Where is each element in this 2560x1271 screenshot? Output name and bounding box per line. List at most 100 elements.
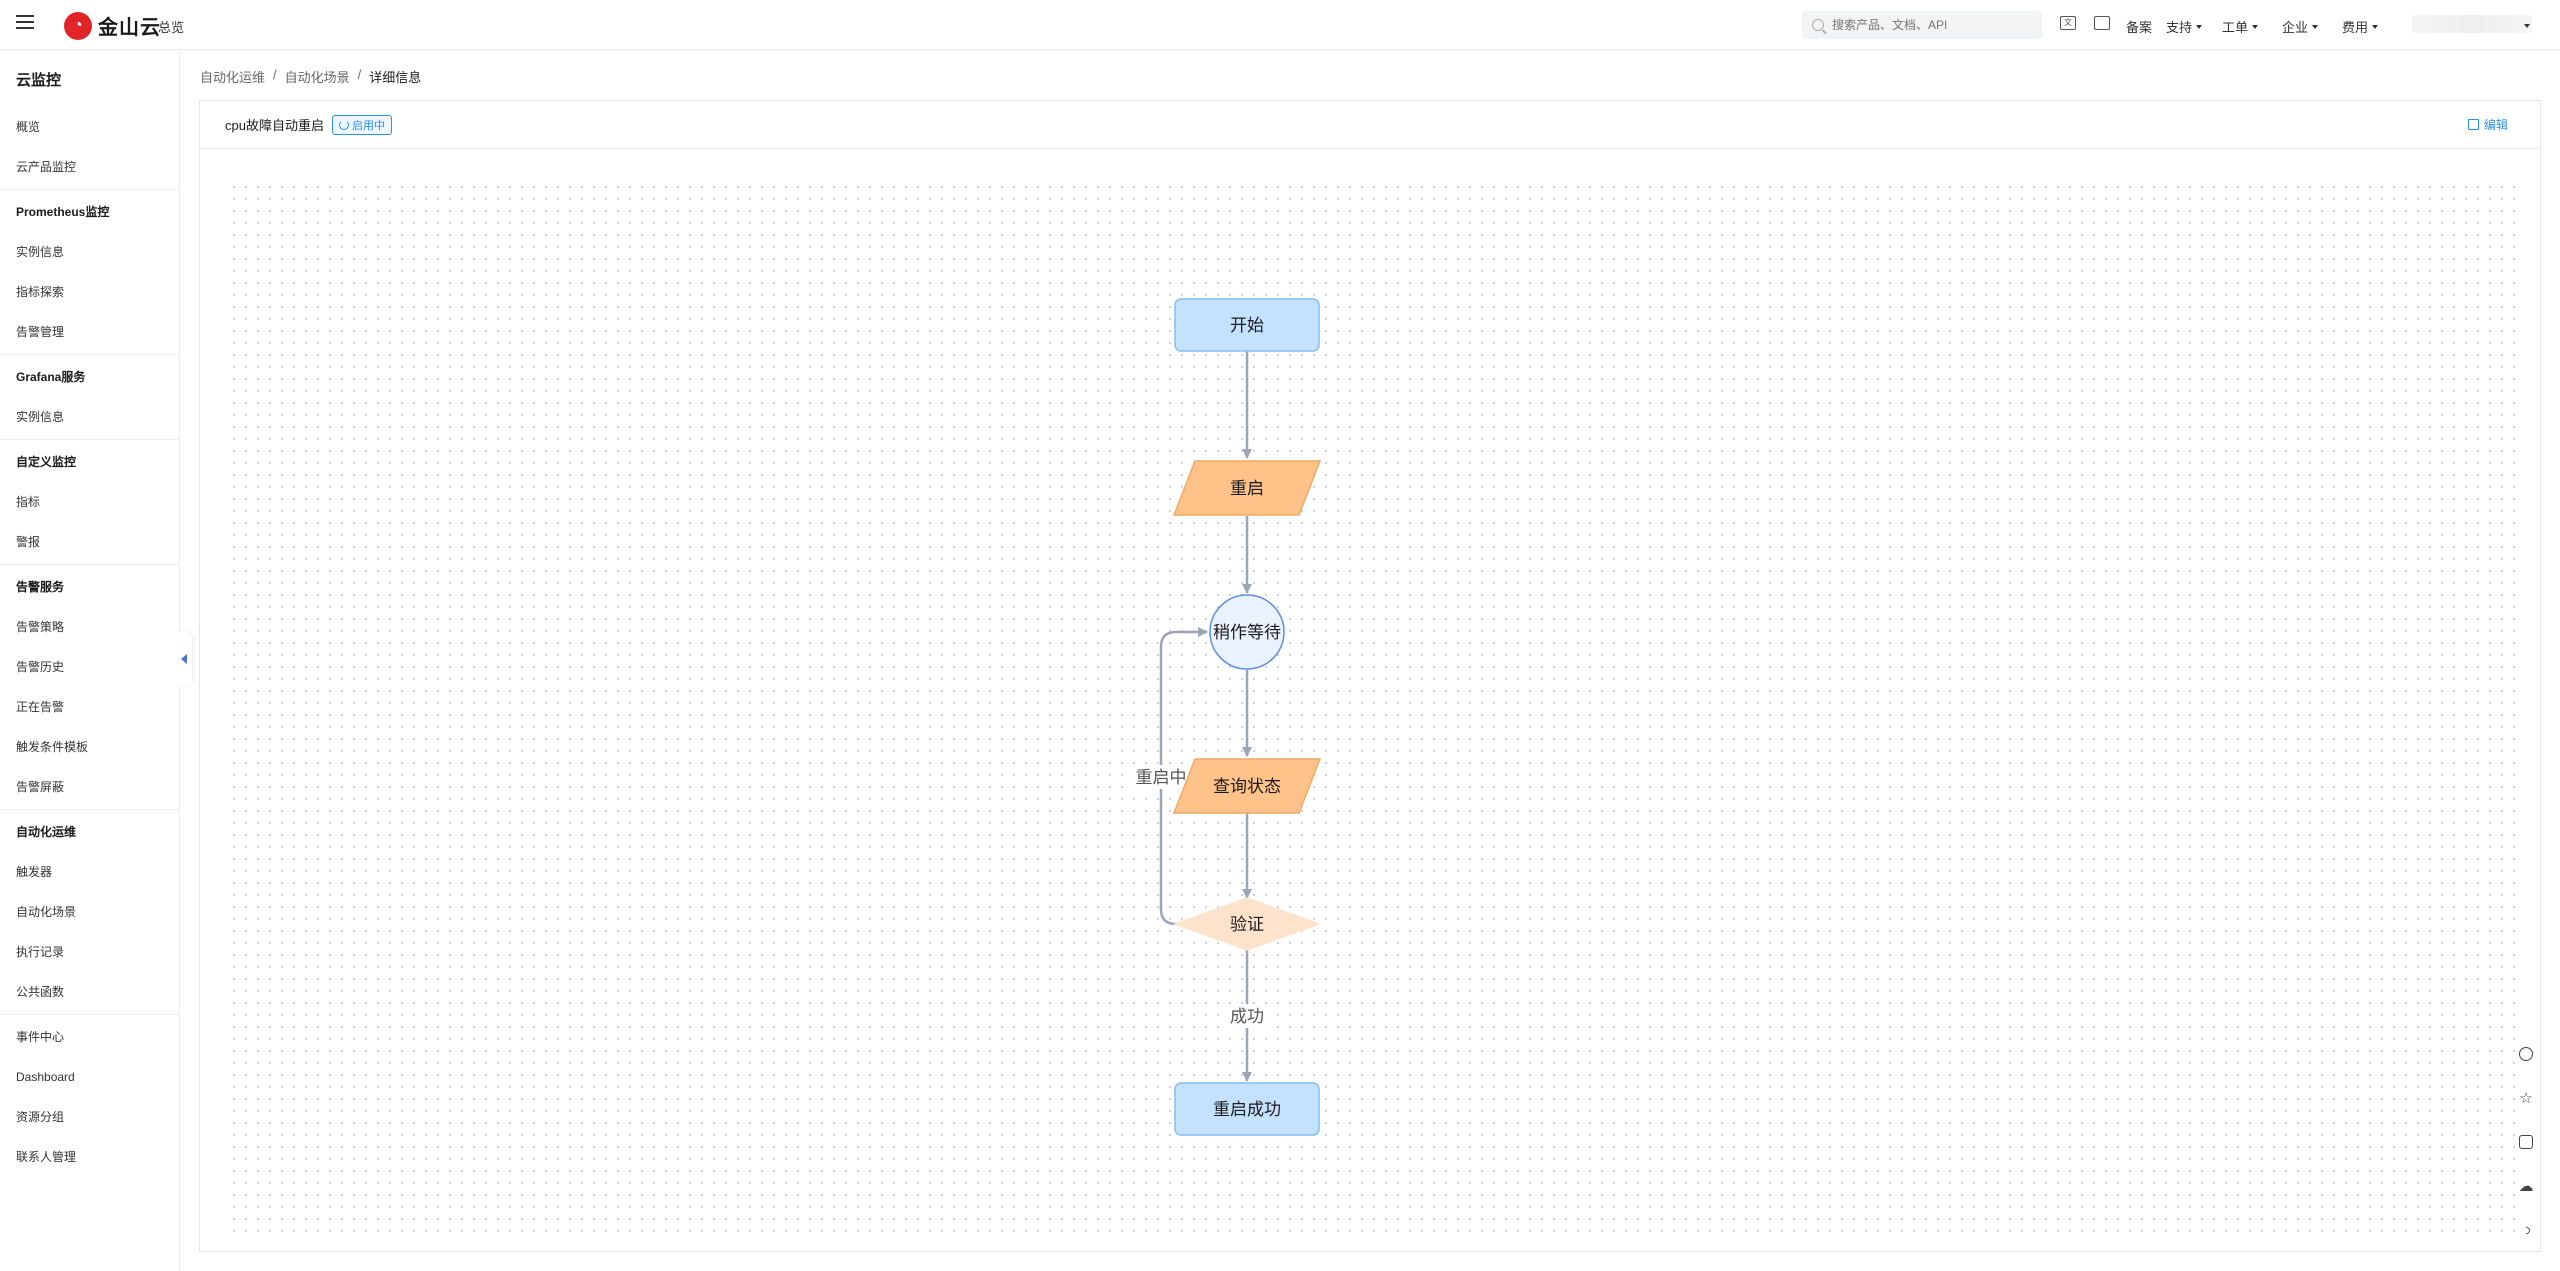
sidebar-group-heading: 告警服务 [16, 580, 65, 594]
sidebar-item[interactable]: 警报 [16, 535, 41, 549]
brand-name: 金山云 [98, 17, 161, 39]
sidebar-item[interactable]: 告警策略 [16, 620, 65, 634]
refresh-icon [338, 119, 349, 130]
sidebar-item[interactable]: 实例信息 [16, 410, 65, 424]
nav-support-label: 支持 [2166, 20, 2193, 35]
nav-ticket[interactable]: 工单 [2222, 17, 2259, 36]
sidebar-group-heading: Prometheus监控 [16, 205, 110, 219]
flow-node-restart[interactable]: 重启 [1172, 460, 1322, 516]
sidebar-title: 云监控 [16, 72, 62, 89]
search-input[interactable] [1832, 18, 2032, 32]
sidebar-item[interactable]: 正在告警 [16, 700, 65, 714]
sidebar-item[interactable]: 执行记录 [16, 945, 65, 959]
brand-logo[interactable]: ◔ 金山云 [64, 11, 161, 40]
sidebar-item[interactable]: 告警历史 [16, 660, 65, 674]
breadcrumb-current: 详细信息 [369, 70, 422, 85]
node-label: 开始 [1230, 316, 1264, 335]
account-menu[interactable] [2412, 15, 2532, 33]
flow-node-wait[interactable]: 稍作等待 [1209, 594, 1285, 670]
chevron-down-icon [2196, 24, 2203, 29]
flow-node-verify[interactable]: 验证 [1172, 897, 1322, 951]
nav-support[interactable]: 支持 [2166, 17, 2203, 36]
node-label: 验证 [1230, 915, 1264, 934]
nav-beian-label: 备案 [2126, 20, 2153, 35]
kingsoft-cloud-logo-icon: ◔ [64, 11, 92, 40]
sidebar-divider [0, 809, 179, 810]
nav-billing[interactable]: 费用 [2342, 17, 2379, 36]
chevron-right-icon[interactable] [2506, 1208, 2546, 1252]
nav-ticket-label: 工单 [2222, 20, 2249, 35]
nav-enterprise[interactable]: 企业 [2282, 17, 2319, 36]
flow-node-success[interactable]: 重启成功 [1174, 1082, 1320, 1136]
sidebar-item[interactable]: Dashboard [16, 1070, 75, 1084]
edge-label-restarting: 重启中 [1136, 768, 1187, 787]
edge-label-success: 成功 [1230, 1007, 1264, 1026]
flow-node-start[interactable]: 开始 [1174, 298, 1320, 352]
status-badge: 启用中 [331, 114, 392, 135]
language-icon[interactable]: 文 [2060, 16, 2076, 30]
sidebar-item[interactable]: 触发条件模板 [16, 740, 89, 754]
node-label: 重启成功 [1213, 1100, 1281, 1119]
sidebar-item[interactable]: 指标 [16, 495, 41, 509]
nav-billing-label: 费用 [2342, 20, 2369, 35]
flow-canvas[interactable]: 重启中 成功 开始 重启 稍作等待 查询状态 验证 [228, 181, 2518, 1233]
breadcrumb-automation[interactable]: 自动化运维 [200, 70, 266, 85]
headset-icon[interactable] [2506, 1032, 2546, 1076]
nav-beian[interactable]: 备案 [2126, 17, 2152, 36]
sidebar-item[interactable]: 公共函数 [16, 985, 65, 999]
sidebar-item[interactable]: 资源分组 [16, 1110, 65, 1124]
sidebar-item[interactable]: 云产品监控 [16, 160, 77, 174]
sidebar-item[interactable]: 实例信息 [16, 245, 65, 259]
edit-button[interactable]: 编辑 [2467, 116, 2508, 133]
panel-header: cpu故障自动重启 启用中 编辑 [200, 101, 2540, 149]
breadcrumb: 自动化运维 / 自动化场景 / 详细信息 [200, 67, 421, 86]
detail-panel: cpu故障自动重启 启用中 编辑 重启中 [199, 100, 2541, 1252]
scene-title: cpu故障自动重启 [225, 118, 324, 133]
edit-icon [2467, 119, 2479, 130]
node-label: 稍作等待 [1213, 623, 1281, 642]
document-icon[interactable] [2506, 1120, 2546, 1164]
breadcrumb-separator: / [273, 67, 277, 82]
sidebar-collapse-button[interactable] [176, 632, 192, 686]
sidebar-item[interactable]: 告警屏蔽 [16, 780, 65, 794]
overview-link[interactable]: 总览 [158, 20, 185, 35]
sidebar-item[interactable]: 告警管理 [16, 325, 65, 339]
sidebar-item[interactable]: 事件中心 [16, 1030, 65, 1044]
status-label: 启用中 [351, 119, 385, 132]
edge-label-bg [1225, 1004, 1269, 1028]
floating-toolbar: ☆ ☁ [2506, 1032, 2546, 1252]
search-icon [1812, 19, 1824, 31]
sidebar-group-heading: 自定义监控 [16, 455, 77, 469]
node-label: 重启 [1230, 479, 1264, 498]
sidebar-item[interactable]: 联系人管理 [16, 1150, 77, 1164]
nav-enterprise-label: 企业 [2282, 20, 2309, 35]
edit-label: 编辑 [2483, 118, 2508, 132]
global-search[interactable] [1802, 11, 2042, 39]
chevron-down-icon [2252, 24, 2259, 29]
hamburger-menu-icon[interactable] [16, 15, 34, 33]
node-label: 查询状态 [1213, 777, 1281, 796]
chevron-down-icon [2372, 24, 2379, 29]
sidebar-divider [0, 354, 179, 355]
star-icon[interactable]: ☆ [2519, 1090, 2533, 1107]
cloud-icon[interactable]: ☁ [2518, 1178, 2534, 1195]
top-navigation-bar: ◔ 金山云 总览 文 备案 支持 工单 企业 费用 [0, 0, 2560, 50]
flow-node-query[interactable]: 查询状态 [1172, 758, 1322, 814]
mail-icon[interactable] [2094, 16, 2110, 30]
sidebar-item[interactable]: 指标探索 [16, 285, 65, 299]
sidebar-item[interactable]: 自动化场景 [16, 905, 77, 919]
chevron-down-icon [2524, 24, 2530, 28]
sidebar-divider [0, 1014, 179, 1015]
sidebar-divider [0, 564, 179, 565]
chevron-left-icon [181, 654, 187, 664]
sidebar-group-heading: 自动化运维 [16, 825, 77, 839]
chevron-down-icon [2312, 24, 2319, 29]
breadcrumb-scenes[interactable]: 自动化场景 [284, 70, 350, 85]
sidebar-group-heading: Grafana服务 [16, 370, 86, 384]
edge-label-bg [1133, 765, 1189, 789]
sidebar-item[interactable]: 概览 [16, 120, 41, 134]
sidebar-item[interactable]: 触发器 [16, 865, 53, 879]
sidebar-divider [0, 439, 179, 440]
